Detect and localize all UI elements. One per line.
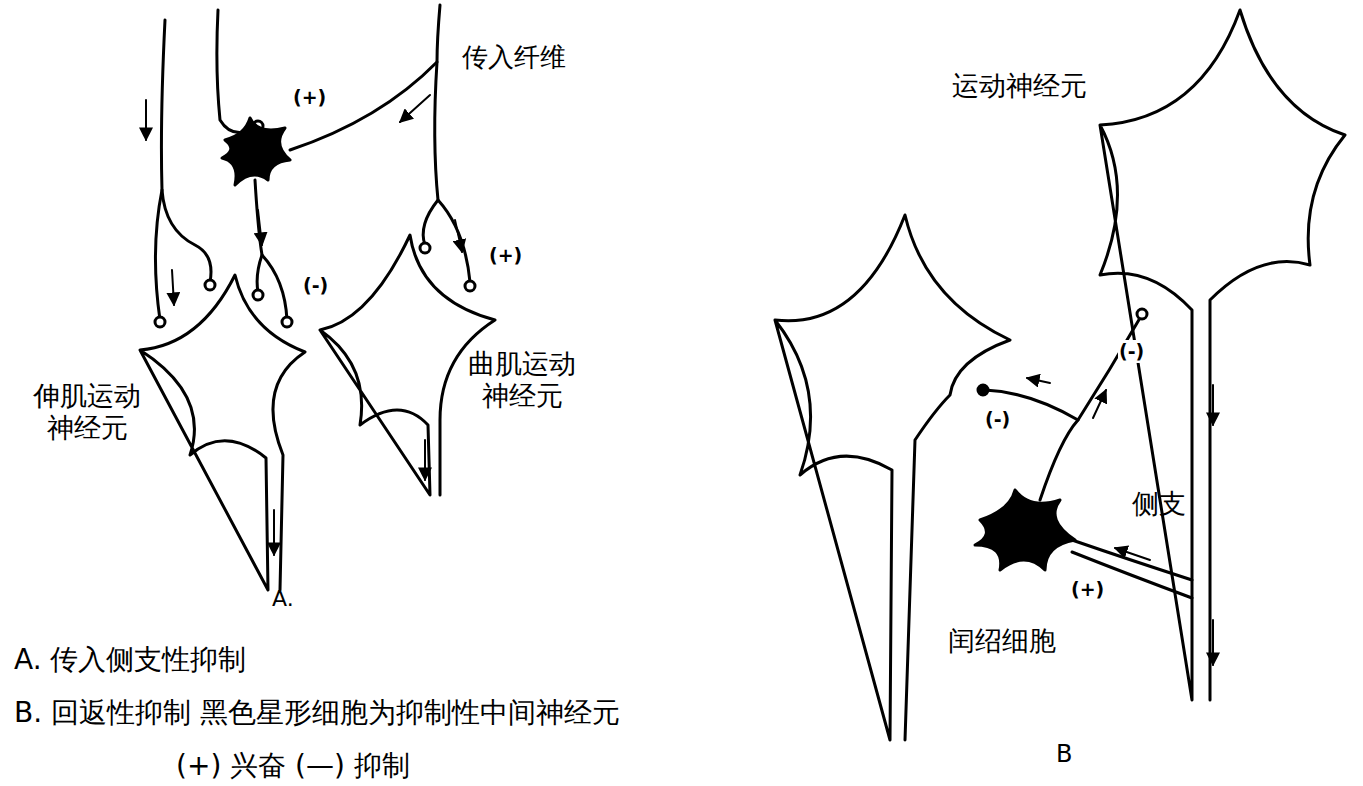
signal-arrow xyxy=(455,220,462,252)
afferent-fiber xyxy=(290,5,440,150)
signal-arrow xyxy=(424,440,426,480)
signal-arrow xyxy=(1027,378,1050,383)
interneuron-axon xyxy=(262,255,287,320)
sign-mark: (-) xyxy=(302,274,329,297)
motor-neuron xyxy=(1100,10,1345,700)
signal-arrow xyxy=(400,95,430,122)
synapse-terminal xyxy=(420,243,430,253)
signal-arrow xyxy=(1212,385,1214,425)
cell-label: 闰绍细胞 xyxy=(948,625,1056,657)
panel-letter: A. xyxy=(272,586,294,612)
inhibitory-interneuron xyxy=(222,118,290,185)
descending-fiber xyxy=(155,190,162,320)
branch-label: 侧支 xyxy=(1132,488,1186,520)
interneuron-axon xyxy=(255,180,262,292)
motor-neuron xyxy=(775,215,1010,740)
sign-mark: (-) xyxy=(984,408,1011,431)
descending-fiber xyxy=(161,20,211,282)
synapse-terminal xyxy=(155,317,165,327)
signal-arrow xyxy=(172,270,174,305)
afferent-fiber xyxy=(438,200,470,282)
signal-arrow xyxy=(273,510,275,555)
synapse-terminal xyxy=(465,281,475,291)
sign-mark: (+) xyxy=(1070,578,1105,601)
renshaw-cell xyxy=(975,490,1075,570)
sign-mark: (+) xyxy=(488,244,523,267)
afferent-fiber xyxy=(423,62,438,245)
fiber-label: 传入纤维 xyxy=(462,42,566,73)
sign-mark: (-) xyxy=(1118,340,1145,363)
synapse-terminal xyxy=(282,317,292,327)
neuron-label: 伸肌运动 神经元 xyxy=(28,380,146,445)
caption-line: (+) 兴奋 (—) 抑制 xyxy=(176,749,410,783)
synapse-terminal xyxy=(1137,309,1147,319)
neuron-label: 运动神经元 xyxy=(952,70,1087,102)
caption-line: B. 回返性抑制 黑色星形细胞为抑制性中间神经元 xyxy=(14,696,620,730)
signal-arrow xyxy=(258,210,262,245)
descending-fiber xyxy=(217,10,255,133)
signal-arrow xyxy=(1093,390,1106,418)
sign-mark: (+) xyxy=(292,86,327,109)
caption-line: A. 传入侧支性抑制 xyxy=(14,643,246,677)
synapse-terminal xyxy=(253,290,263,300)
extensor-motor-neuron xyxy=(140,275,305,590)
signal-arrow xyxy=(145,100,147,140)
panel-letter: B xyxy=(1056,740,1072,769)
signal-arrow xyxy=(1115,548,1150,560)
synapse-terminal xyxy=(978,385,988,395)
neuron-label: 曲肌运动 神经元 xyxy=(463,348,581,413)
synapse-terminal xyxy=(205,280,215,290)
signal-arrow xyxy=(1212,620,1214,665)
